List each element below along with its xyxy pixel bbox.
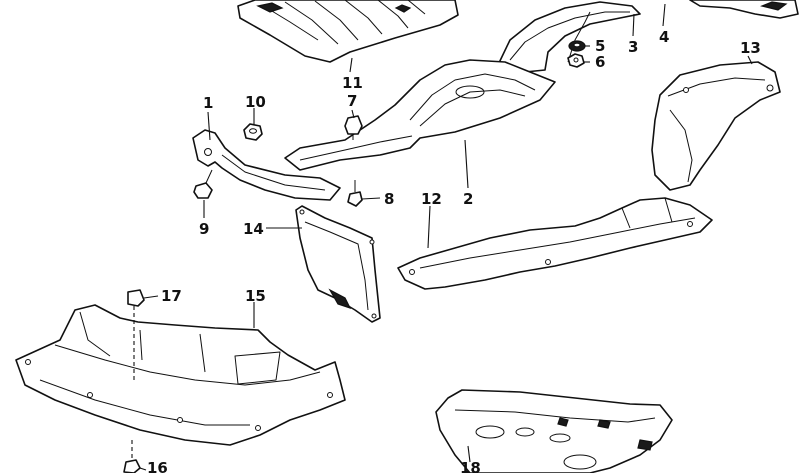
leader-lines <box>139 3 753 471</box>
part-2-tunnel-panel <box>284 59 556 171</box>
callout-3: 3 <box>628 38 638 56</box>
part-10-grommet <box>243 123 263 141</box>
callout-14: 14 <box>243 220 264 238</box>
part-9-bolt <box>193 169 213 199</box>
part-4-cover <box>689 0 799 19</box>
part-16-screw <box>123 440 141 473</box>
callout-5: 5 <box>595 37 605 55</box>
callout-6: 6 <box>595 53 605 71</box>
callout-7: 7 <box>347 92 357 110</box>
callout-8: 8 <box>384 190 394 208</box>
callout-labels: 1 2 3 4 5 6 7 8 9 10 11 12 13 14 15 16 1… <box>147 28 761 473</box>
callout-15: 15 <box>245 287 266 305</box>
callout-2: 2 <box>463 190 473 208</box>
part-18-plate <box>435 389 673 473</box>
part-13-panel <box>651 61 781 191</box>
part-7-clip <box>344 115 363 140</box>
part-6-nut <box>567 53 585 68</box>
part-1-bracket <box>192 129 341 201</box>
part-8-screw <box>347 180 363 207</box>
callout-12: 12 <box>421 190 442 208</box>
part-5-washer <box>568 40 586 52</box>
part-3-duct <box>497 1 641 73</box>
callout-1: 1 <box>203 94 213 112</box>
callout-13: 13 <box>740 39 761 57</box>
part-15-underbody-shield <box>15 304 346 446</box>
callout-4: 4 <box>659 28 669 46</box>
callout-10: 10 <box>245 93 266 111</box>
part-14-shield <box>295 205 381 323</box>
callout-9: 9 <box>199 220 209 238</box>
callout-11: 11 <box>342 74 363 92</box>
callout-17: 17 <box>161 287 182 305</box>
part-11-cover <box>237 0 459 63</box>
callout-18: 18 <box>460 459 481 473</box>
part-12-plate <box>397 197 713 290</box>
callout-16: 16 <box>147 459 168 473</box>
part-17-clip <box>127 289 145 380</box>
